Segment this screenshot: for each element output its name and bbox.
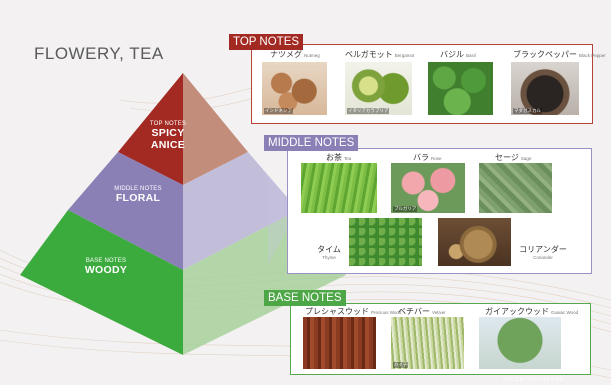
vetiver-image: ハイチ [391,317,464,369]
middle-notes-header: MIDDLE NOTES [264,135,359,151]
origin-tag: ハイチ [393,362,409,368]
tier-top-label: TOP NOTES SPICY ANICE [138,121,198,151]
note-jp: ナツメグ [270,50,302,59]
pyramid-middle-right [183,152,298,270]
note-jp: タイム [317,245,341,254]
note-en: Basil [466,53,476,58]
note-jp: ベチバー [398,307,430,316]
pyramid-top-right [183,73,248,185]
base-notes-header: BASE NOTES [264,290,346,306]
precious-wood-image [303,317,376,369]
origin-tag: ブルガリア [393,206,418,212]
origin-tag: イタリアカラブリア [347,108,390,114]
tier-base-main: WOODY [84,264,128,276]
note-jp: ベルガモット [345,50,393,59]
note-en: Coriander [533,255,553,260]
note-jp: お茶 [326,153,342,162]
tier-middle-small: MIDDLE NOTES [114,186,162,192]
rose-image: ブルガリア [391,163,465,213]
origin-tag: マダガスカル [513,108,542,114]
thyme-image [349,218,422,266]
pyramid-top-left [118,73,183,185]
note-jp: ブラックペッパー [513,50,577,59]
pyramid-base-left [20,210,183,355]
origin-tag: インドネシア [264,108,293,114]
note-en: Rose [431,156,442,161]
note-jp: セージ [495,153,519,162]
footer-hashtag: #SCENTOFTHEONE [503,377,565,383]
tea-image [301,163,377,213]
note-en: Precious Wood [371,310,402,315]
note-jp: バジル [440,50,464,59]
basil-image [428,62,493,115]
tier-base-label: BASE NOTES WOODY [66,258,146,276]
note-jp: コリアンダー [519,245,567,254]
note-en: Nutmeg [304,53,320,58]
note-en: Sage [520,156,532,161]
note-en: Guaiac Wood [551,310,579,315]
note-jp: バラ [413,153,429,162]
page-title: FLOWERY, TEA [34,44,164,63]
nutmeg-image: インドネシア [262,62,327,115]
coriander-image [438,218,511,266]
note-en: Thyme [322,255,336,260]
tier-top-line1: SPICY [151,127,185,139]
note-en: Black Pepper [579,53,606,58]
tier-middle-main: FLORAL [115,192,161,204]
pyramid-middle-left [68,152,183,270]
note-en: Bergamot [394,53,415,58]
guaiac-wood-image [479,317,561,369]
note-en: Tea [344,156,352,161]
top-notes-header: TOP NOTES [229,34,304,50]
note-jp: ガイアックウッド [485,307,549,316]
sage-image [479,163,552,213]
black-pepper-image: マダガスカル [511,62,579,115]
tier-middle-label: MIDDLE NOTES FLORAL [98,186,178,204]
note-en: Vetiver [432,310,446,315]
tier-base-small: BASE NOTES [85,258,127,264]
note-jp: プレシャスウッド [305,307,369,316]
tier-top-line2: ANICE [150,139,186,151]
tier-top-small: TOP NOTES [149,121,187,127]
bergamot-image: イタリアカラブリア [345,62,412,115]
